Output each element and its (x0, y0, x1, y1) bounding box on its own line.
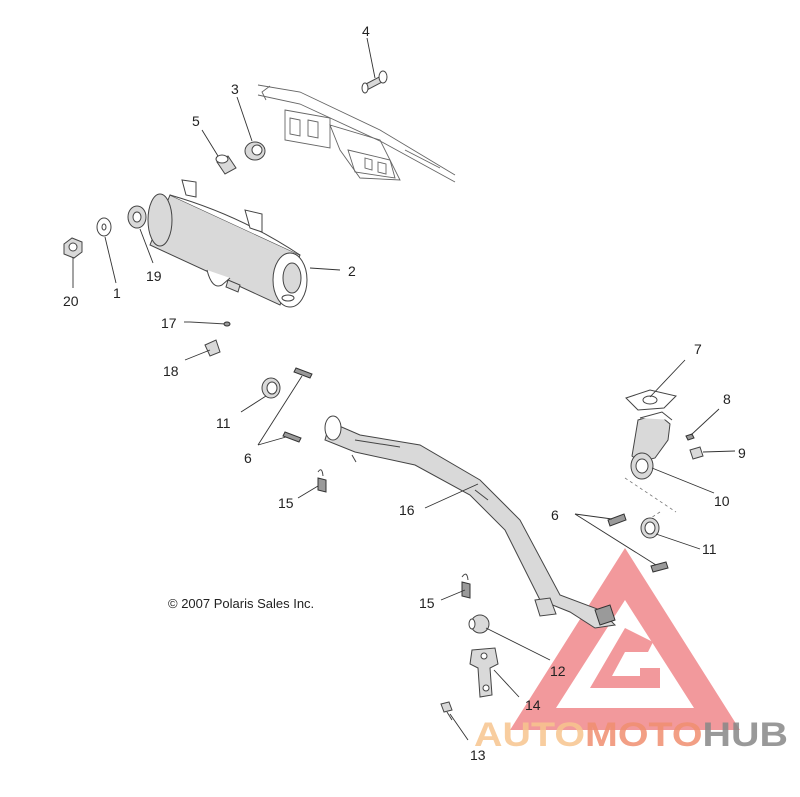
stud-part-8 (685, 433, 695, 441)
washer-part-1 (96, 217, 112, 237)
callout-11-upper: 11 (216, 415, 231, 431)
spring-part-15-lower (461, 573, 471, 599)
gasket-part-7 (625, 389, 677, 411)
callout-3: 3 (231, 81, 239, 97)
callout-6-lower: 6 (551, 507, 559, 523)
callout-18: 18 (163, 363, 179, 379)
callout-10: 10 (714, 493, 730, 509)
copyright-notice: © 2007 Polaris Sales Inc. (168, 596, 314, 611)
callout-5: 5 (192, 113, 200, 129)
bolt-part-4 (361, 70, 388, 94)
watermark-hub: HUB (703, 716, 788, 754)
callout-11-lower: 11 (702, 541, 717, 557)
callout-19: 19 (146, 268, 162, 284)
callout-2: 2 (348, 263, 356, 279)
callout-6-upper: 6 (244, 450, 252, 466)
callout-7: 7 (694, 341, 702, 357)
watermark-logo (510, 548, 740, 730)
callout-15-lower: 15 (419, 595, 435, 611)
grommet-part-3 (244, 141, 266, 161)
grommet-part-12 (468, 614, 490, 634)
clip-part-18 (204, 339, 221, 357)
spring-part-6-upper-b (282, 431, 302, 443)
callout-15-upper: 15 (278, 495, 294, 511)
bracket-part-14 (469, 647, 499, 698)
grommet-part-19 (127, 205, 147, 229)
pin-part-17 (189, 321, 231, 327)
spring-part-6-upper-a (293, 367, 313, 379)
gasket-part-11-upper (261, 377, 281, 399)
gasket-part-11-lower (640, 517, 660, 539)
bolt-part-13 (440, 701, 453, 721)
callout-20: 20 (63, 293, 79, 309)
callout-16: 16 (399, 502, 415, 518)
manifold-part-10 (630, 411, 673, 480)
callout-12: 12 (550, 663, 566, 679)
spring-part-15-upper (317, 469, 327, 493)
callout-8: 8 (723, 391, 731, 407)
callout-labels: 4 3 5 2 20 1 19 17 18 11 6 15 16 7 8 9 1… (63, 23, 746, 763)
callout-14: 14 (525, 697, 541, 713)
muffler-part-2 (147, 179, 308, 308)
callout-17: 17 (161, 315, 177, 331)
head-pipe-part-16 (324, 415, 617, 629)
leader-lines (72, 37, 736, 741)
nut-part-9 (689, 446, 704, 460)
callout-9: 9 (738, 445, 746, 461)
frame-rail (257, 84, 456, 183)
spring-part-6-lower-a (607, 513, 627, 527)
callout-1: 1 (113, 285, 121, 301)
nut-part-20 (63, 237, 83, 259)
spring-part-6-lower-b (650, 561, 669, 573)
callout-4: 4 (362, 23, 370, 39)
watermark-auto: AUTO (474, 716, 585, 754)
spacer-part-5 (215, 154, 237, 175)
watermark-moto: MOTO (585, 716, 703, 754)
callout-13: 13 (470, 747, 486, 763)
